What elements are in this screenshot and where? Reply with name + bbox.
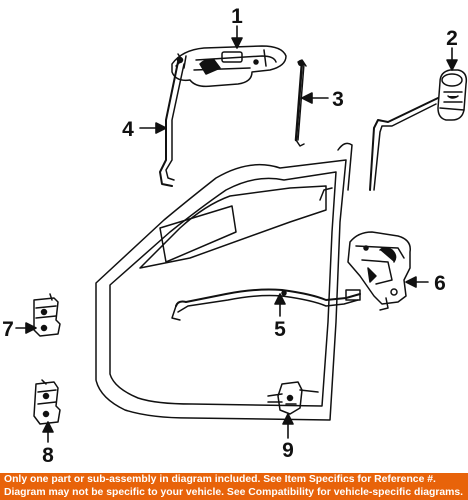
door-lock-parts-diagram: 1 2 3 4 5 6 7 8 9 xyxy=(2,5,468,467)
callout-9: 9 xyxy=(282,439,294,462)
remote-cable-part xyxy=(171,288,361,321)
arrow-2 xyxy=(446,59,458,71)
callout-leaders xyxy=(15,25,458,443)
cylinder-rod-part xyxy=(369,97,439,191)
handle-rod-part xyxy=(159,53,185,187)
lock-cylinder-part xyxy=(437,69,468,121)
callout-6: 6 xyxy=(434,272,446,295)
door-lock-actuator-part xyxy=(347,231,411,311)
callout-8: 8 xyxy=(42,444,54,467)
arrow-9 xyxy=(282,413,294,425)
disclaimer-line-1: Only one part or sub-assembly in diagram… xyxy=(4,474,436,485)
disclaimer-line-2: Diagram may not be specific to your vehi… xyxy=(4,486,464,498)
door-check-part xyxy=(267,381,319,415)
callout-5: 5 xyxy=(274,318,286,341)
arrow-5 xyxy=(274,293,286,305)
callout-7: 7 xyxy=(2,318,14,341)
callout-numbers: 1 2 3 4 5 6 7 8 9 xyxy=(2,5,458,467)
outside-handle-part xyxy=(171,45,287,88)
lower-hinge-part xyxy=(33,379,61,425)
lock-rod-part xyxy=(294,59,307,147)
arrow-1 xyxy=(231,37,243,49)
disclaimer-banner: Only one part or sub-assembly in diagram… xyxy=(0,473,468,500)
arrow-3 xyxy=(301,92,313,104)
door-frame-outline xyxy=(95,142,353,421)
arrow-7 xyxy=(25,322,37,334)
arrow-8 xyxy=(42,421,54,433)
callout-2: 2 xyxy=(446,27,458,50)
upper-hinge-part xyxy=(33,293,61,337)
arrow-6 xyxy=(405,276,417,288)
callout-1: 1 xyxy=(231,5,243,28)
callout-3: 3 xyxy=(332,88,344,111)
arrow-4 xyxy=(155,122,167,134)
callout-4: 4 xyxy=(122,118,134,141)
